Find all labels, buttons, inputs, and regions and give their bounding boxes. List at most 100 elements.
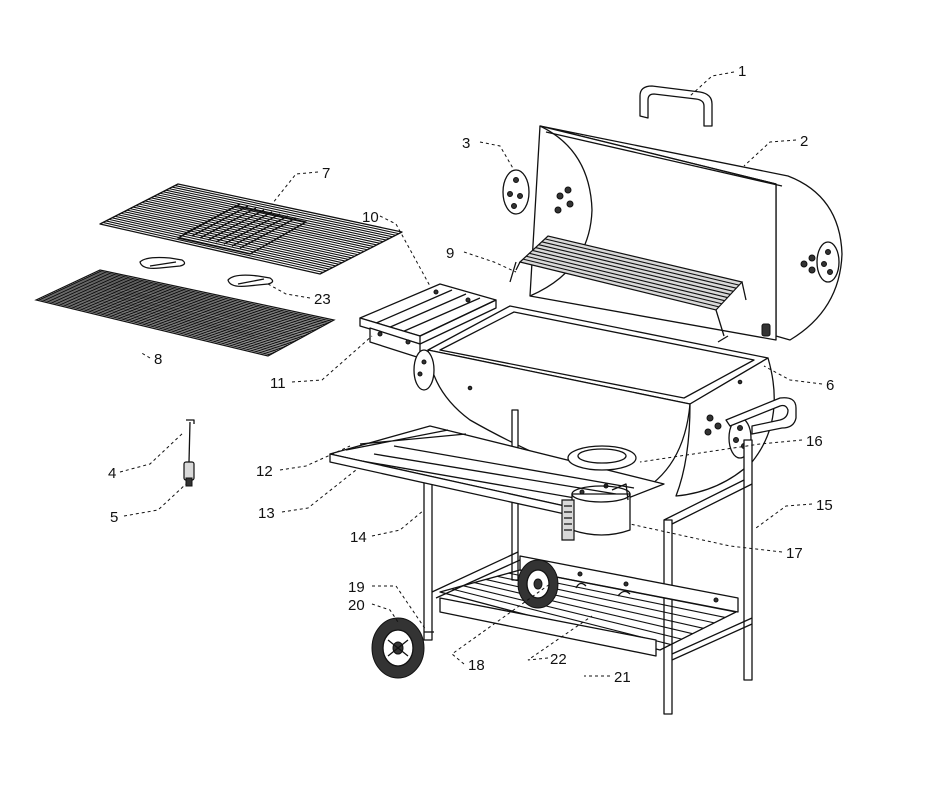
grate-bar: [84, 276, 319, 329]
callout-4: 4: [108, 465, 116, 482]
grate-bar: [50, 292, 284, 349]
grate-bar: [70, 283, 304, 338]
grate-bar: [132, 206, 355, 257]
callout-10: 10: [362, 209, 379, 226]
part-1-handle: [639, 85, 713, 127]
grate-bar: [102, 221, 324, 273]
grate-bar: [535, 247, 731, 295]
grate-bar: [129, 208, 352, 259]
grate-bar: [91, 273, 326, 326]
grate-bar: [61, 287, 295, 343]
grate-bar: [95, 271, 330, 323]
grate-bar: [82, 277, 317, 331]
grate-bar: [544, 238, 740, 286]
grate-bar: [120, 212, 343, 264]
grate-bar: [462, 585, 682, 640]
part-7-cooking-grate: [99, 183, 403, 275]
grate-bar: [108, 218, 330, 270]
grate-bar: [80, 278, 315, 332]
callout-23: 23: [314, 291, 331, 308]
grate-bar: [171, 186, 396, 236]
grate-bar: [532, 249, 728, 299]
part-19-20-wheels: [371, 559, 559, 679]
grate-bar: [44, 295, 277, 352]
callout-3: 3: [462, 135, 470, 152]
grate-bar: [150, 197, 374, 248]
callout-9: 9: [446, 245, 454, 262]
part-4-5-probe: [183, 419, 195, 487]
grate-bar: [174, 185, 399, 235]
callout-14: 14: [350, 529, 367, 546]
grate-bar: [162, 191, 387, 241]
part-3-vent: [502, 169, 530, 215]
part-8-charcoal-grate: [34, 269, 336, 357]
callout-11: 11: [270, 375, 286, 392]
grate-bar: [52, 291, 286, 347]
grate-bar: [114, 215, 336, 267]
grate-bar: [147, 198, 371, 249]
part-9-warming-rack: [509, 235, 747, 343]
grate-bar: [117, 214, 340, 265]
grate-bar: [63, 286, 297, 341]
grate-bar: [57, 289, 291, 345]
grate-bar: [42, 296, 275, 353]
grate-bar: [38, 298, 271, 356]
callout-7: 7: [322, 165, 330, 182]
grate-bar: [168, 188, 393, 238]
callout-18: 18: [468, 657, 485, 674]
grate-bar: [138, 203, 362, 254]
callout-1: 1: [738, 63, 746, 80]
grate-bar: [541, 241, 737, 289]
grate-bar: [123, 211, 346, 262]
grate-bar: [474, 582, 693, 635]
grate-bar: [538, 244, 734, 292]
grate-bar: [97, 270, 332, 322]
callout-15: 15: [816, 497, 833, 514]
grate-bar: [78, 279, 313, 333]
grate-bar: [111, 217, 333, 269]
grate-bar: [522, 258, 720, 308]
grate-bar: [40, 297, 273, 355]
grate-bar: [46, 294, 280, 351]
grate-bar: [48, 293, 282, 350]
callout-6: 6: [826, 377, 834, 394]
grate-bar: [165, 189, 390, 239]
grate-bar: [93, 272, 328, 325]
grate-bar: [141, 201, 365, 252]
callout-5: 5: [110, 509, 118, 526]
part-10-11-side-shelf: [359, 283, 497, 359]
grate-bar: [65, 285, 299, 340]
grate-bar: [126, 209, 349, 260]
callout-22: 22: [550, 651, 567, 668]
grate-bar: [153, 195, 377, 246]
grate-bar: [76, 280, 310, 334]
part-2-lid: [529, 125, 843, 341]
grate-bar: [529, 252, 725, 302]
part-16-17-ash-pan: [561, 445, 637, 541]
callout-20: 20: [348, 597, 365, 614]
part-21-22-bottom-shelf: [439, 555, 739, 657]
grate-bar: [55, 290, 288, 346]
grate-bar: [156, 194, 381, 244]
callout-17: 17: [786, 545, 803, 562]
grate-bar: [135, 205, 358, 256]
grate-bar: [67, 284, 302, 339]
callout-12: 12: [256, 463, 273, 480]
callout-2: 2: [800, 133, 808, 150]
callout-labels: 1 2 3 4 5 6 7 8 9 10 11 12 13 14 15 16 1…: [108, 63, 834, 686]
callout-19: 19: [348, 579, 365, 596]
callout-8: 8: [154, 351, 162, 368]
grate-bar: [526, 255, 722, 305]
grate-bar: [159, 192, 384, 243]
grate-bar: [89, 274, 324, 327]
grate-bar: [59, 288, 293, 344]
callout-21: 21: [614, 669, 631, 686]
grate-bar: [72, 282, 306, 337]
grate-bar: [74, 281, 308, 335]
callout-16: 16: [806, 433, 823, 450]
grate-bar: [87, 275, 321, 328]
part-23-hooks: [139, 256, 274, 288]
leader-lines: [119, 71, 823, 677]
